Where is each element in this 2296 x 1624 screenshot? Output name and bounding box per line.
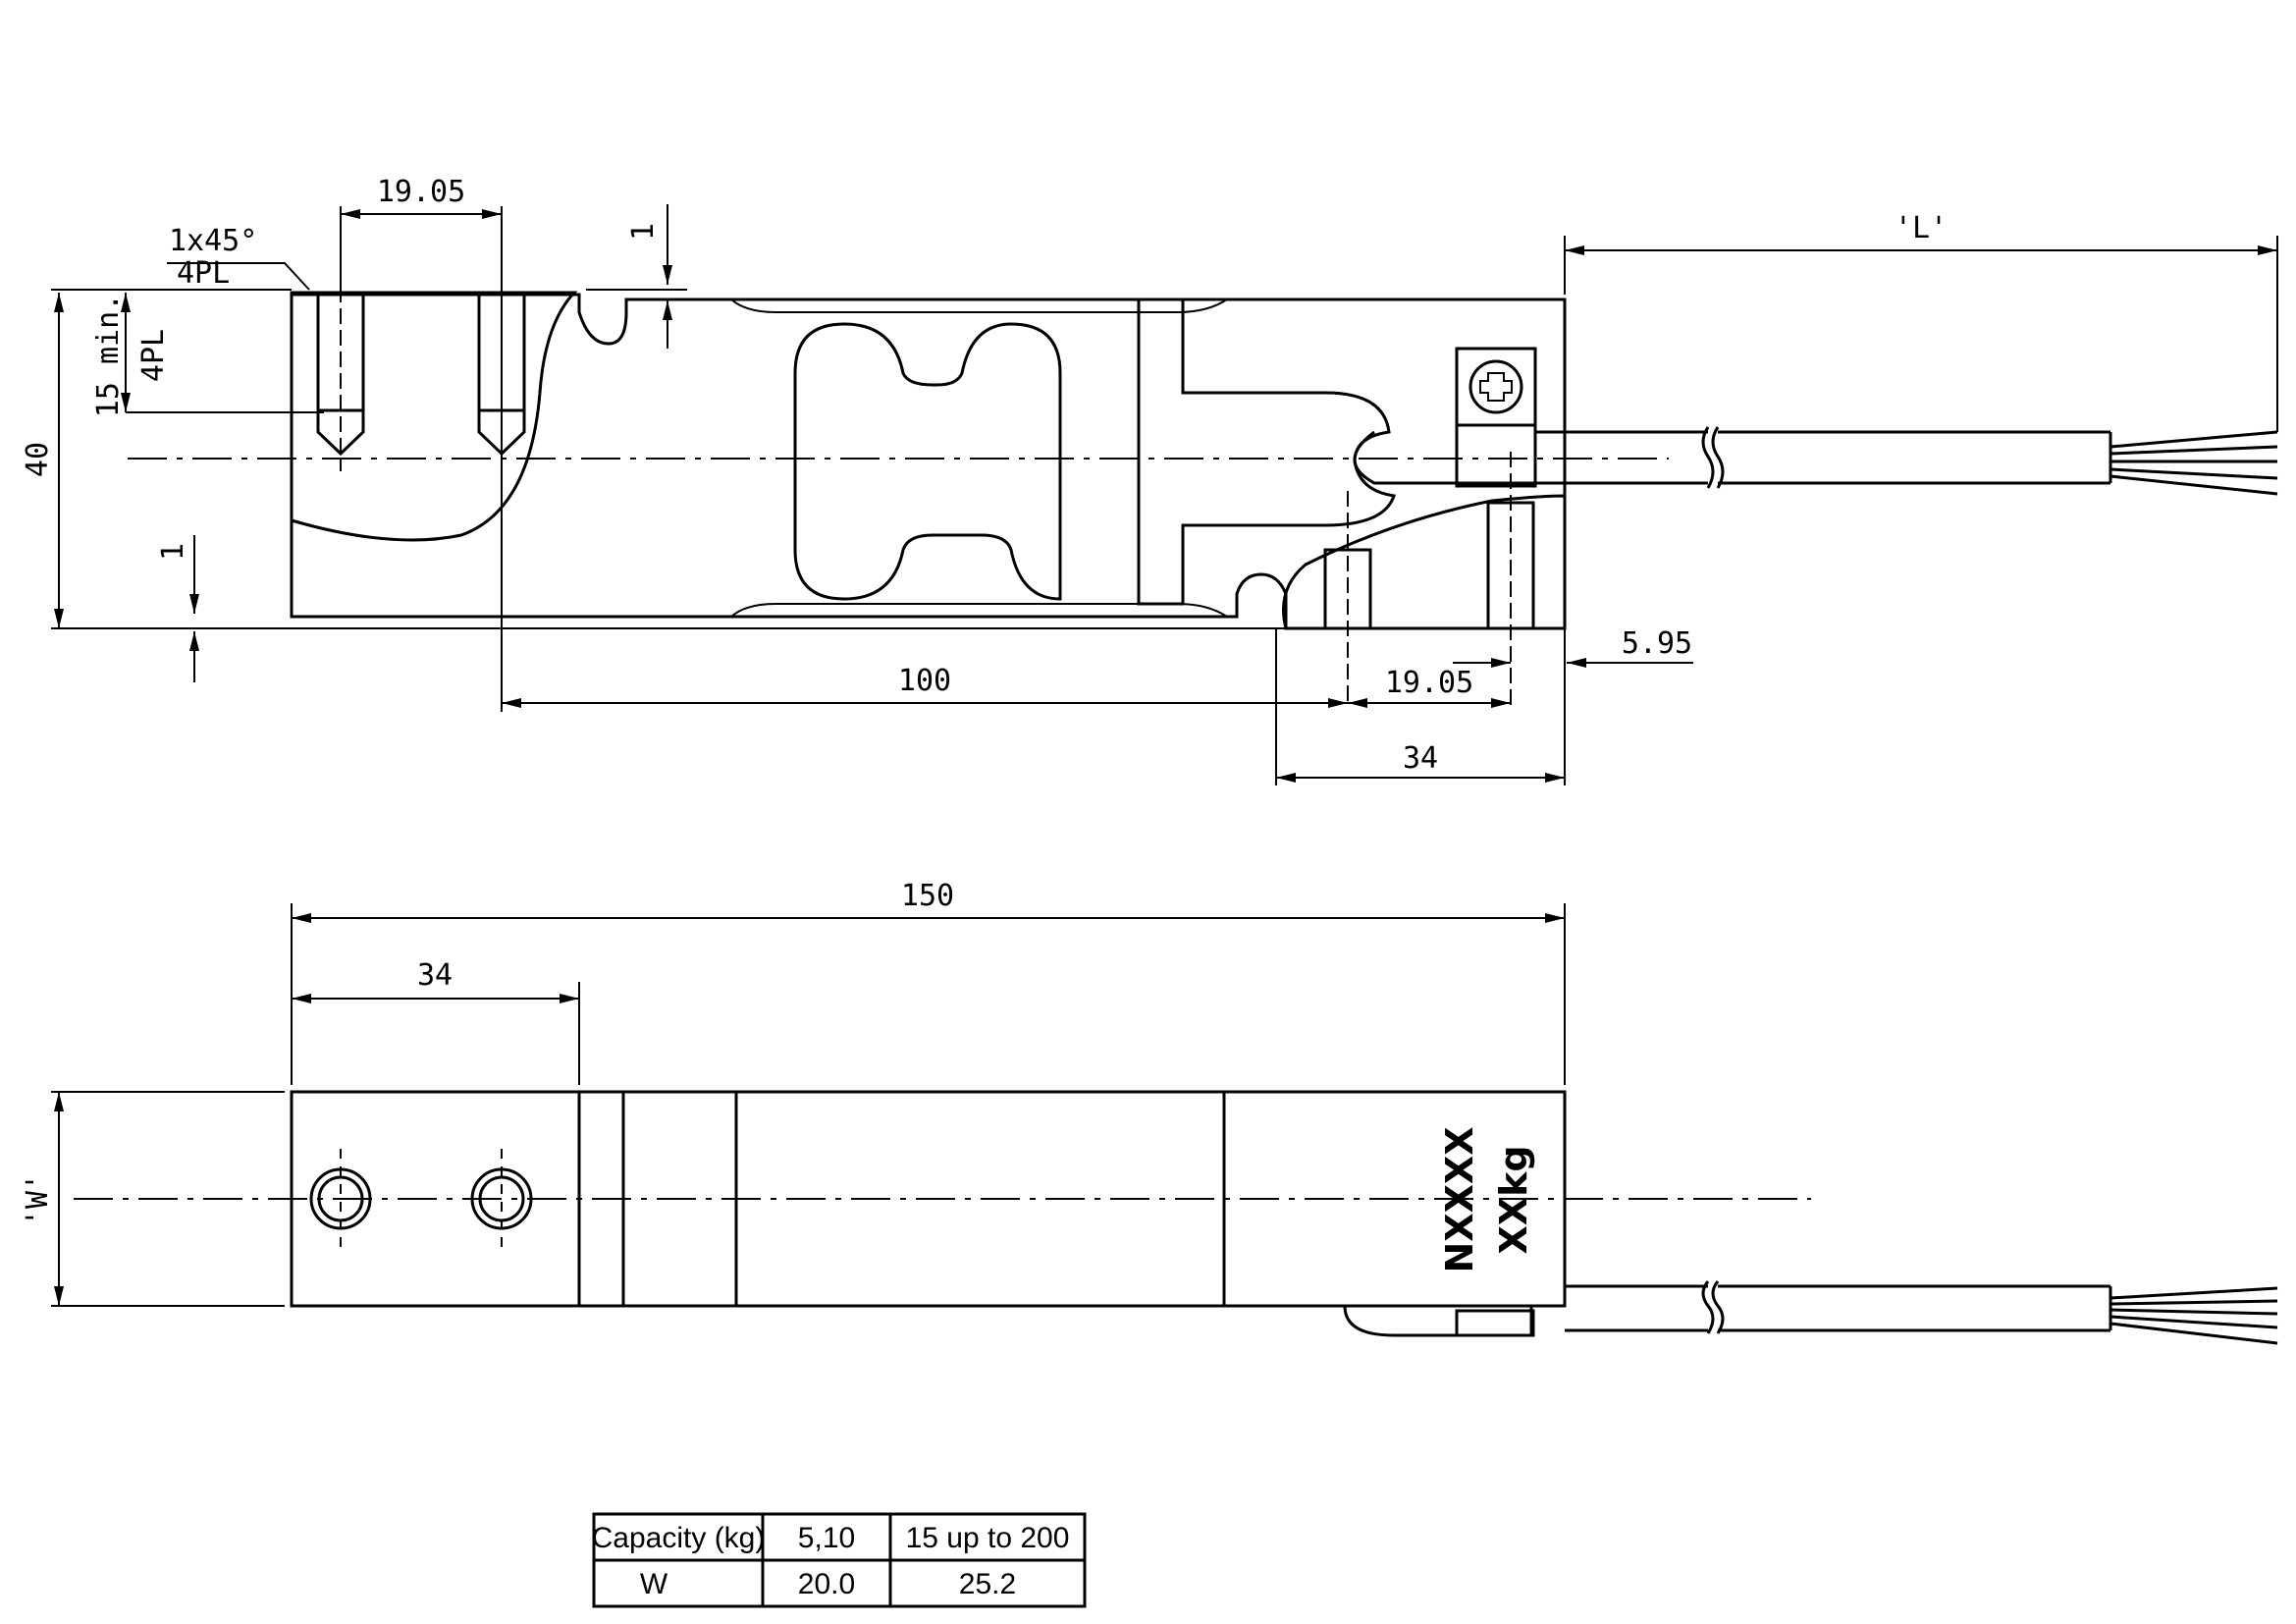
cable-clamp [1455,347,1537,488]
dim-width-w: 'W' [21,1173,55,1226]
left-section-hatch [290,291,578,542]
dim-top-1: 1 [626,223,661,241]
capacity-table: Capacity (kg) 5,10 15 up to 200 W 20.0 2… [592,1512,1087,1608]
dim-height-40: 40 [21,442,55,477]
label-capacity: XXkg [1492,1145,1535,1254]
top-mount-holes [309,1149,533,1252]
table-header-capacity: Capacity (kg) [592,1522,766,1554]
dim-depth-15-pl: 4PL [136,329,171,382]
side-view: 19.05 1x45° 4PL 1 40 15 min. 4PL 1 100 1… [21,175,2278,785]
dim-offset-5-95: 5.95 [1622,626,1692,661]
table-header-small: 5,10 [798,1522,855,1554]
label-model: NXXXX [1438,1127,1481,1273]
table-header-large: 15 up to 200 [906,1522,1070,1554]
dim-length-l: 'L' [1895,211,1948,245]
binocular-hole [793,322,1062,601]
gauge-bottom-strip [728,603,1231,618]
table-cell-w: W [640,1568,668,1600]
dim-bottom-34: 34 [417,958,453,993]
dim-total-150: 150 [901,879,954,913]
gauge-top-strip [728,298,1231,313]
right-section-hatch [1282,494,1567,630]
side-body-outline [290,293,1567,630]
dim-depth-15: 15 min. [91,294,126,417]
dim-chamfer: 1x45° [169,224,257,258]
dim-span-100: 100 [898,664,951,698]
right-mount-holes [1323,452,1535,707]
table-cell-w-large: 25.2 [959,1568,1016,1600]
top-view: NXXXX XXkg 150 34 'W' [21,879,2278,1345]
side-cable [1353,426,2278,496]
dim-bottom-19-05: 19.05 [1385,666,1473,700]
top-cable [1343,1280,2278,1345]
dim-chamfer-pl: 4PL [177,256,230,291]
dim-end-34: 34 [1403,741,1438,776]
table-cell-w-small: 20.0 [798,1568,855,1600]
dim-top-19-05: 19.05 [377,175,465,209]
dim-bottom-1: 1 [156,543,190,561]
